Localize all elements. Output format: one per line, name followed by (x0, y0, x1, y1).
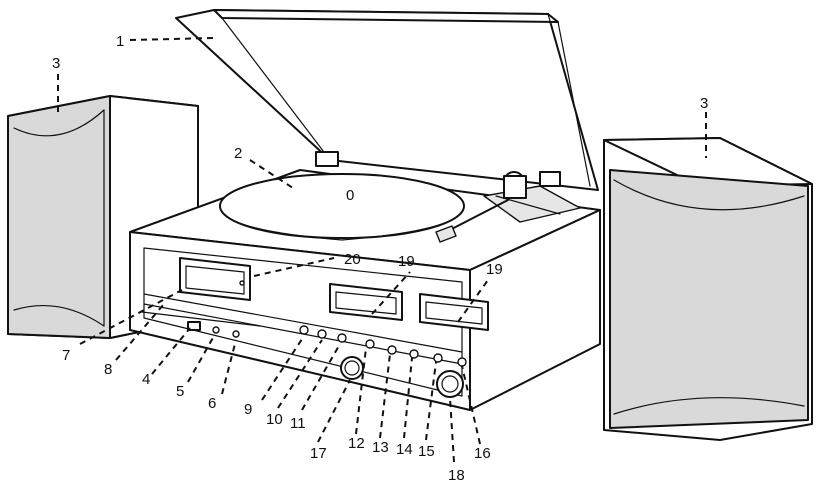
right-speaker (603, 137, 813, 441)
tonearm (315, 151, 581, 243)
headphone-jack (232, 330, 240, 338)
callout-label-19: 19 (398, 253, 415, 270)
platter-marking: 0 (346, 187, 354, 204)
callout-label-20: 20 (344, 251, 361, 268)
volume-knob (340, 356, 364, 380)
callout-label-6: 6 (208, 395, 216, 412)
callout-label-15: 15 (418, 443, 435, 460)
dust-cover (175, 9, 599, 191)
usb-port (187, 321, 201, 331)
callout-label-4: 4 (142, 371, 150, 388)
callout-label-19: 19 (486, 261, 503, 278)
callout-label-11: 11 (290, 415, 306, 432)
leader-lines (57, 37, 707, 463)
callout-label-8: 8 (104, 361, 112, 378)
cassette-window (179, 257, 251, 301)
callout-label-9: 9 (244, 401, 252, 418)
callout-label-12: 12 (348, 435, 365, 452)
callout-label-1: 1 (116, 33, 124, 50)
callout-label-18: 18 (448, 467, 465, 484)
callout-label-17: 17 (310, 445, 327, 462)
tuning-knob (436, 370, 464, 398)
callout-label-16: 16 (474, 445, 491, 462)
aux-jack (212, 326, 220, 334)
callout-label-7: 7 (62, 347, 70, 364)
callout-label-5: 5 (176, 383, 184, 400)
turntable-platter: 0 (219, 173, 465, 241)
callout-label-3: 3 (52, 55, 60, 72)
callout-label-3: 3 (700, 95, 708, 112)
callout-label-14: 14 (396, 441, 413, 458)
callout-label-10: 10 (266, 411, 283, 428)
callout-label-13: 13 (372, 439, 389, 456)
callout-label-2: 2 (234, 145, 242, 162)
display-left (329, 283, 403, 321)
